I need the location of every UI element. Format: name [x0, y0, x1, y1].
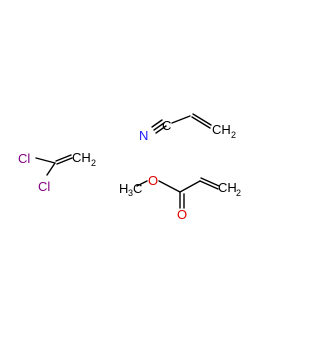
- double-bond-line-1: [191, 116, 211, 129]
- terminal-ch-label: CH: [212, 122, 231, 137]
- carbonyl-vinyl-bond: [179, 180, 201, 193]
- ether-oxygen-label: O: [148, 173, 158, 188]
- chlorine-top-label: Cl: [18, 151, 30, 166]
- double-bond-line-2: [56, 157, 73, 165]
- terminal-subscript: 2: [231, 130, 236, 140]
- methyl-oxygen-bond: [136, 180, 148, 187]
- terminal-subscript: 2: [91, 158, 96, 168]
- carbonyl-oxygen-label: O: [177, 207, 187, 222]
- single-bond: [171, 115, 191, 124]
- triple-bond-line-3: [151, 119, 163, 128]
- triple-bond-line-2: [155, 125, 167, 134]
- chemical-structures-canvas: N C CH 2 Cl Cl CH 2 H 3 C O O CH 2: [18, 113, 241, 222]
- methyl-c-label: C: [133, 181, 142, 196]
- triple-bond-line-1: [153, 122, 165, 131]
- vinyl-double-bond-line-2: [200, 177, 220, 187]
- double-bond-line-1: [55, 154, 72, 162]
- c-cl-bottom-bond: [46, 162, 56, 176]
- terminal-ch-label: CH: [218, 180, 237, 195]
- terminal-subscript: 2: [236, 188, 241, 198]
- c-cl-top-bond: [35, 157, 56, 164]
- methyl-acrylate-structure: H 3 C O O CH 2: [119, 173, 241, 222]
- terminal-ch-label: CH: [72, 150, 91, 165]
- chlorine-bottom-label: Cl: [38, 179, 50, 194]
- methyl-h-label: H: [119, 181, 128, 196]
- vinylidene-chloride-structure: Cl Cl CH 2: [18, 150, 96, 194]
- methyl-subscript: 3: [128, 188, 133, 198]
- vinyl-double-bond-line-1: [199, 180, 219, 190]
- double-bond-line-2: [192, 113, 212, 126]
- oxygen-carbonyl-bond: [158, 180, 181, 193]
- nitrogen-atom-label: N: [139, 128, 148, 143]
- acrylonitrile-structure: N C CH 2: [139, 113, 236, 143]
- carbon-atom-label: C: [162, 118, 171, 133]
